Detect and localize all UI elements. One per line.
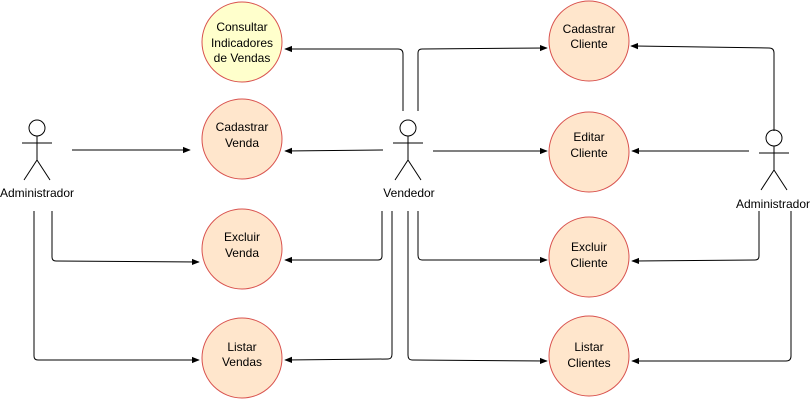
usecase-label-line: Cadastrar	[216, 120, 269, 134]
usecase-label-line: Listar	[227, 340, 256, 354]
usecase-label-line: Venda	[225, 136, 259, 150]
edge-admin-right-cadastrar-cliente	[630, 42, 775, 131]
usecase-cadastrar-cliente[interactable]: Cadastrar Cliente	[548, 0, 630, 82]
usecase-label-line: Venda	[225, 246, 259, 260]
usecase-excluir-cliente[interactable]: Excluir Cliente	[548, 216, 630, 298]
usecase-label-line: Indicadores	[211, 36, 273, 50]
actor-administrador-right[interactable]: Administrador	[736, 129, 810, 211]
usecase-ellipse	[201, 1, 283, 83]
edge-vendedor-cadastrar-cliente	[417, 44, 548, 111]
edge-vendedor-excluir-cliente	[417, 211, 548, 264]
edge-admin-left-excluir-venda	[51, 211, 200, 266]
edge-vendedor-cadastrar-venda	[284, 147, 384, 155]
stick-figure-icon	[393, 119, 423, 181]
usecase-label-line: Cliente	[570, 256, 608, 270]
usecase-listar-vendas[interactable]: Listar Vendas	[201, 317, 283, 399]
usecase-label-line: Vendas	[222, 355, 262, 369]
usecase-label-line: Clientes	[567, 356, 610, 370]
usecase-ellipse	[548, 216, 630, 298]
usecase-label-line: Listar	[574, 340, 603, 354]
edge-admin-right-excluir-cliente	[631, 211, 760, 265]
stick-figure-icon	[759, 129, 789, 191]
edge-vendedor-excluir-venda	[284, 211, 383, 264]
usecase-excluir-venda[interactable]: Excluir Venda	[201, 208, 283, 290]
edge-vendedor-consultar-indicadores	[284, 45, 404, 111]
actor-vendedor[interactable]: Vendedor	[383, 119, 435, 200]
usecase-ellipse	[201, 317, 283, 399]
edge-vendedor-listar-vendas	[284, 211, 393, 364]
edge-vendedor-listar-clientes	[407, 211, 548, 365]
actor-administrador-left[interactable]: Administrador	[0, 119, 74, 200]
association-edges	[33, 42, 792, 365]
actor-label: Vendedor	[383, 186, 434, 200]
usecase-label-line: Consultar	[216, 20, 267, 34]
usecase-ellipse	[201, 208, 283, 290]
usecase-label-line: Cadastrar	[563, 22, 616, 36]
usecase-ellipse	[548, 315, 630, 397]
usecase-ellipse	[548, 0, 630, 82]
usecase-label-line: Cliente	[570, 37, 608, 51]
actor-label: Administrador	[0, 186, 74, 200]
usecase-label-line: Excluir	[571, 240, 607, 254]
usecase-label-line: de Vendas	[214, 51, 271, 65]
usecase-editar-cliente[interactable]: Editar Cliente	[548, 111, 630, 193]
usecase-consultar-indicadores[interactable]: Consultar Indicadores de Vendas	[201, 1, 283, 83]
usecase-cadastrar-venda[interactable]: Cadastrar Venda	[201, 98, 283, 180]
stick-figure-icon	[22, 119, 52, 181]
edge-admin-left-listar-vendas	[33, 211, 200, 364]
actor-label: Administrador	[736, 197, 810, 211]
usecase-ellipse	[201, 98, 283, 180]
edge-admin-right-listar-clientes	[631, 211, 792, 365]
usecase-label-line: Cliente	[570, 146, 608, 160]
usecase-ellipse	[548, 111, 630, 193]
usecase-label-line: Excluir	[224, 230, 260, 244]
usecase-label-line: Editar	[573, 130, 604, 144]
usecase-listar-clientes[interactable]: Listar Clientes	[548, 315, 630, 397]
